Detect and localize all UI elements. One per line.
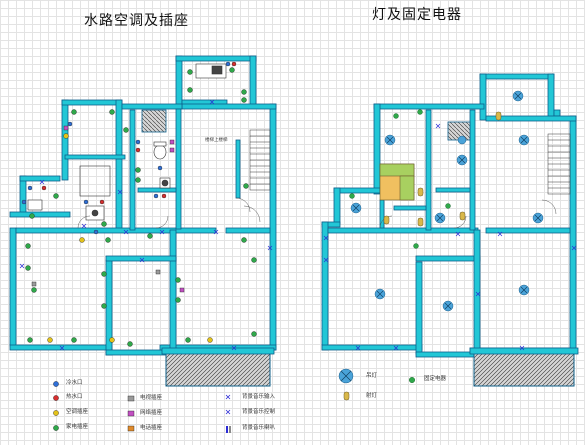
legend-tv-socket-label: 电视插座 xyxy=(140,395,163,401)
right-spot-lamps xyxy=(343,111,502,401)
left-door-arcs xyxy=(77,197,261,229)
legend-music-input-label: 背景音乐输入 xyxy=(242,394,276,400)
left-balcony xyxy=(165,351,271,387)
right-ceiling-lamps xyxy=(338,90,544,384)
legend-music-speaker-label: 背景音乐喇叭 xyxy=(242,425,276,431)
left-outlet-markers xyxy=(21,61,257,347)
title-right-plan: 灯及固定电器 xyxy=(372,7,462,23)
legend-music-control-label: 背景音乐控制 xyxy=(242,409,276,415)
legend-cold-water-label: 冷水口 xyxy=(66,380,83,386)
right-door-arcs xyxy=(379,199,557,229)
left-floor-plan xyxy=(9,55,277,356)
legend-network-socket-label: 网络插座 xyxy=(140,410,163,416)
left-stair-note: 楼梯上楼梯 xyxy=(205,138,228,143)
legend-hot-water-label: 热水口 xyxy=(66,394,83,400)
legend-spot-lamp-label: 射灯 xyxy=(366,393,378,399)
left-music-markers xyxy=(19,99,273,351)
left-staircase xyxy=(249,129,271,191)
left-fixtures xyxy=(27,63,227,221)
legend-ac-socket-label: 空调插座 xyxy=(66,409,89,415)
right-balcony xyxy=(473,351,575,387)
legend-fixed-appliance-label: 固定电器 xyxy=(424,376,447,382)
legend-appliance-socket-label: 家电插座 xyxy=(66,424,89,430)
legend-phone-socket-label: 电话插座 xyxy=(140,425,163,431)
right-fixed-appliances xyxy=(349,109,451,384)
left-shaft-hatch xyxy=(141,109,167,133)
right-music-markers xyxy=(323,123,577,351)
right-kitchen-cabinet xyxy=(379,163,415,201)
legend-ceiling-lamp-label: 吊灯 xyxy=(366,373,378,379)
right-staircase xyxy=(547,133,571,195)
title-left-plan: 水路空调及插座 xyxy=(84,13,189,29)
left-legend-symbols xyxy=(53,381,231,433)
